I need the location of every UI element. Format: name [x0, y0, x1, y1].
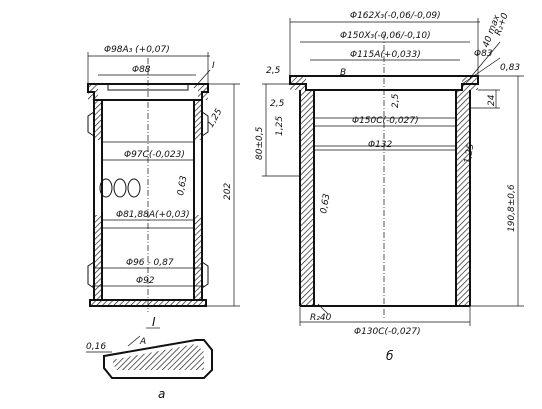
- right-wall-hatch-bottom: [194, 215, 202, 300]
- left-bulge-2: [87, 261, 95, 289]
- right-wall-hatch-top: [194, 100, 202, 140]
- dim-190: 190,8±0,6: [507, 184, 517, 232]
- caption-b: б: [386, 349, 394, 363]
- left-wall-hatch-top: [94, 100, 102, 140]
- dim-right-125: 1,25: [206, 107, 225, 130]
- right-bulge-2: [201, 261, 209, 289]
- dim-top-inner: Φ88: [132, 65, 151, 75]
- dim-125-left: 1,25: [275, 116, 285, 136]
- dim-96: Φ96 - 0,87: [126, 258, 174, 268]
- ports: [99, 178, 141, 198]
- dim-24: 24: [487, 94, 497, 106]
- left-bulge-1: [87, 111, 95, 137]
- dim-bore-8188: Φ81,88A(+0,03): [116, 210, 190, 220]
- dim-150c: Φ150C(-0,027): [352, 116, 419, 126]
- dim-115a: Φ115A(+0,033): [350, 50, 421, 60]
- top-recess: [107, 84, 189, 91]
- dim-132: Φ132: [368, 140, 393, 150]
- view-a: Φ98A₃ (+0,07) Φ88 I 1,25 Φ97C(-0,023) 0,…: [86, 45, 240, 401]
- dim-125-right: 1,25: [463, 143, 476, 165]
- dim-83: Φ83: [474, 49, 493, 59]
- left-wall-hatch-bottom: [94, 215, 102, 300]
- dim-25-inner: 2,5: [270, 99, 285, 109]
- view-b: Φ162X₃(-0,06/-0,09) Φ150X₃(-0,06/-0,10) …: [255, 11, 524, 363]
- detail-A: A: [139, 337, 146, 347]
- detail-016: 0,16: [86, 342, 106, 352]
- right-bulge-1: [201, 111, 209, 137]
- detail-hatch: [112, 344, 204, 370]
- dim-80: 80±0,5: [255, 126, 265, 160]
- roughness-063-b: 0,63: [319, 193, 332, 215]
- caption-a: a: [158, 387, 165, 401]
- dim-height-202: 202: [223, 183, 233, 200]
- callout-1: I: [212, 61, 215, 71]
- roughness-083: 0,83: [500, 63, 520, 73]
- flange-hatch-left: [88, 84, 98, 100]
- flange-hatch-right: [198, 84, 208, 100]
- flange-hatch-b-left: [290, 76, 306, 90]
- roughness-063-a: 0,63: [176, 175, 189, 197]
- dim-bore-97: Φ97C(-0,023): [124, 150, 185, 160]
- dim-25-v: 2,5: [391, 93, 401, 108]
- flange-hatch-b-right: [462, 76, 478, 90]
- label-b: B: [340, 68, 346, 78]
- bottom-hatch-a: [90, 300, 206, 306]
- dim-25-top: 2,5: [266, 66, 281, 76]
- dim-top-outer: Φ98A₃ (+0,07): [104, 45, 170, 55]
- r-bottom: R₂40: [310, 313, 332, 323]
- right-wall-hatch-b: [456, 90, 470, 306]
- detail-profile: [103, 339, 213, 379]
- dim-130c: Φ130C(-0,027): [354, 327, 421, 337]
- dim-150x3: Φ150X₃(-0,06/-0,10): [340, 31, 431, 41]
- dim-92: Φ92: [136, 276, 155, 286]
- detail-label: I: [152, 315, 156, 329]
- left-wall-hatch-b: [300, 90, 314, 306]
- dim-162: Φ162X₃(-0,06/-0,09): [350, 11, 441, 21]
